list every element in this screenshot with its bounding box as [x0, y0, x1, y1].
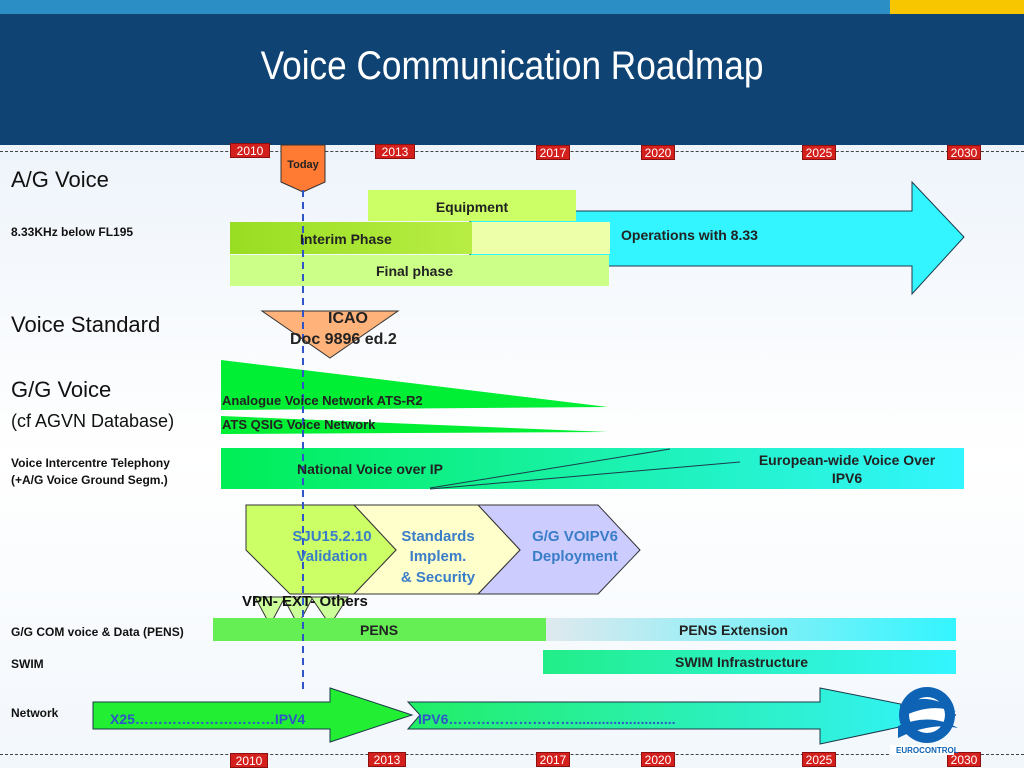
- icao-doc-label: Doc 9896 ed.2: [290, 331, 397, 348]
- icao-label: ICAO: [328, 310, 368, 327]
- title-yellow-stripe: [890, 0, 1024, 14]
- year-top-2010: 2010: [230, 143, 270, 158]
- row-label-gg-voice: G/G Voice: [11, 377, 112, 402]
- equipment-bar: [368, 190, 576, 221]
- analogue-wedge: [221, 360, 608, 410]
- swim-infrastructure-label: SWIM Infrastructure: [675, 654, 809, 670]
- pens-extension-bar: [546, 618, 956, 641]
- year-bottom-2020: 2020: [641, 752, 675, 767]
- voice-ip-bar: [221, 448, 964, 489]
- sju-chevron: [245, 504, 397, 595]
- european-label-1: European-wide Voice Over: [758, 452, 936, 468]
- voice-ip-divider-lower: [429, 461, 741, 490]
- title-top-stripe: [0, 0, 890, 14]
- final-phase-bar: [230, 255, 609, 286]
- network-arrow-x25: [92, 687, 414, 743]
- voice-ip-divider-upper: [429, 448, 671, 489]
- year-bottom-2025: 2025: [802, 752, 836, 767]
- row-label-network: Network: [11, 706, 59, 720]
- eurocontrol-logo: [890, 687, 958, 755]
- standards-label-1: Standards: [401, 528, 475, 545]
- interim-continuation: [472, 222, 610, 254]
- row-label-agvn-database: (cf AGVN Database): [11, 411, 175, 431]
- analogue-label: Analogue Voice Network ATS-R2: [222, 393, 423, 408]
- qsig-label: ATS QSIG Voice Network: [222, 417, 376, 432]
- european-label-2: IPV6: [831, 470, 863, 486]
- year-top-2030: 2030: [947, 145, 981, 160]
- interim-phase-bar: [230, 222, 472, 254]
- national-voip-label: National Voice over IP: [297, 461, 444, 477]
- year-top-2020: 2020: [641, 145, 675, 160]
- standards-label-3: & Security: [400, 569, 476, 586]
- vpn-label: VPN- EXT- Others: [242, 593, 368, 610]
- qsig-wedge: [221, 416, 608, 434]
- row-label-833khz: 8.33KHz below FL195: [11, 225, 134, 239]
- pens-label: PENS: [360, 622, 399, 638]
- top-timeline-line: [0, 151, 1024, 152]
- final-phase-label: Final phase: [376, 263, 454, 279]
- today-label: Today: [287, 159, 319, 171]
- swim-bar: [543, 650, 956, 674]
- standards-label-2: Implem.: [409, 548, 467, 565]
- x25-ipv4-label: X25…………………………IPV4: [110, 711, 306, 727]
- year-bottom-2017: 2017: [536, 752, 570, 767]
- row-label-ag-voice: A/G Voice: [11, 167, 109, 192]
- bottom-timeline-line: [0, 754, 1024, 755]
- icao-triangle: [260, 310, 400, 359]
- row-label-voice-standard: Voice Standard: [11, 312, 161, 337]
- year-bottom-2030: 2030: [947, 752, 981, 767]
- pens-extension-label: PENS Extension: [679, 622, 788, 638]
- today-marker: [280, 144, 326, 193]
- voipv6-label-2: Deployment: [532, 548, 618, 565]
- vpn-arrow-3: [310, 596, 349, 626]
- operations-label: Operations with 8.33: [621, 227, 758, 243]
- year-top-2017: 2017: [536, 145, 570, 160]
- sju-label-2: Validation: [296, 548, 368, 565]
- row-label-gg-com: G/G COM voice & Data (PENS): [11, 625, 184, 639]
- row-label-intercentre-2: (+A/G Voice Ground Segm.): [11, 473, 168, 487]
- interim-phase-label: Interim Phase: [300, 231, 392, 247]
- sju-label-1: SJU15.2.10: [292, 528, 372, 545]
- pens-bar: [213, 618, 546, 641]
- page-title: Voice Communication Roadmap: [260, 44, 764, 88]
- eurocontrol-logo-text: EUROCONTROL: [896, 746, 959, 755]
- vpn-arrow-2: [282, 596, 314, 627]
- title-band: [0, 0, 1024, 145]
- row-label-swim: SWIM: [11, 657, 44, 671]
- equipment-label: Equipment: [435, 199, 509, 215]
- voipv6-label-1: G/G VOIPV6: [532, 528, 618, 545]
- year-top-2025: 2025: [802, 145, 836, 160]
- year-bottom-2013: 2013: [368, 752, 406, 767]
- ipv6-label: IPV6………………………..........................: [418, 711, 676, 727]
- network-arrow-ipv6: [406, 687, 957, 745]
- vpn-arrow-1: [254, 596, 286, 627]
- row-label-intercentre-1: Voice Intercentre Telephony: [11, 456, 170, 470]
- year-top-2013: 2013: [375, 144, 415, 159]
